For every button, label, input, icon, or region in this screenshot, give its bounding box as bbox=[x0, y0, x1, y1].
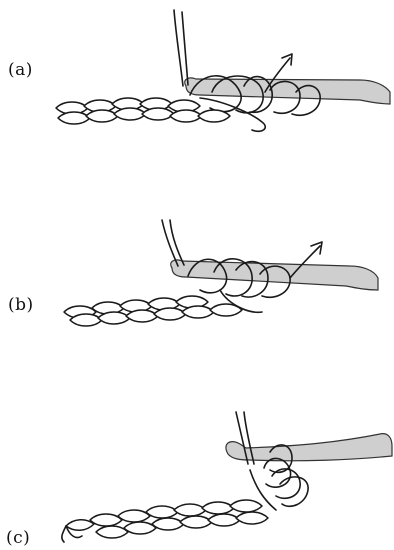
crochet-hook-icon bbox=[171, 260, 378, 290]
crochet-illustration-a bbox=[0, 0, 394, 180]
panel-c: (c) bbox=[0, 360, 394, 550]
yarn-strand bbox=[174, 10, 183, 86]
crochet-illustration-c bbox=[0, 360, 394, 550]
panel-b: (b) bbox=[0, 180, 394, 360]
panel-a: (a) bbox=[0, 0, 394, 180]
yarn-chain-icon bbox=[56, 98, 230, 124]
yarn-chain-icon bbox=[62, 500, 268, 542]
yarn-chain-icon bbox=[64, 296, 242, 326]
crochet-illustration-b bbox=[0, 180, 394, 360]
